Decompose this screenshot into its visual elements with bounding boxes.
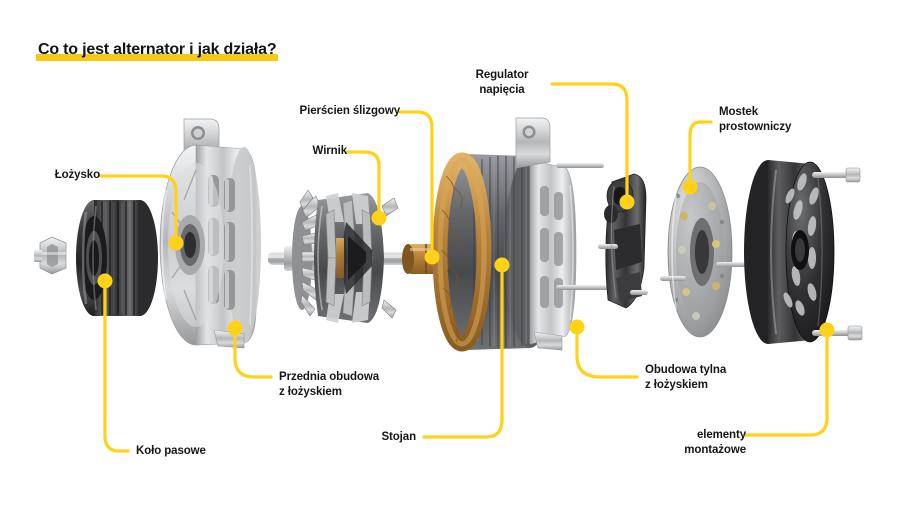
page-title: Co to jest alternator i jak działa? [36, 40, 279, 61]
callout-mostek-line-1: Mostek [719, 106, 759, 118]
title-highlight-bar [36, 54, 279, 61]
callout-przednia-line-1: Przednia obudowa [279, 371, 379, 383]
callout-mostek-prostowniczy[interactable]: Mostek prostowniczy [719, 105, 879, 135]
callout-regulator-line-1: Regulator [475, 69, 529, 81]
callout-obudowa-tylna-line-1: Obudowa tylna [645, 364, 727, 376]
callout-pierscien-line-1: Pierścien ślizgowy [299, 105, 401, 117]
callout-przednia-obudowa[interactable]: Przednia obudowa z łożyskiem [279, 370, 469, 400]
callout-obudowa-tylna[interactable]: Obudowa tylna z łożyskiem [645, 363, 825, 393]
callout-elementy-montazowe[interactable]: elementy montażowe [638, 428, 746, 458]
callout-elementy-line-1: elementy [696, 429, 746, 441]
part-rotor [292, 189, 399, 323]
title-block: Co to jest alternator i jak działa? [36, 40, 279, 61]
callout-mostek-line-2: prostowniczy [719, 121, 792, 133]
callout-stojan-line-1: Stojan [381, 431, 416, 443]
callout-pierscien-slizgowy[interactable]: Pierścien ślizgowy [230, 104, 401, 119]
callout-przednia-line-2: z łożyskiem [279, 386, 342, 398]
callout-elementy-line-2: montażowe [684, 444, 746, 456]
part-rectifier-bridge [660, 166, 750, 338]
callout-kolo-pasowe-line-1: Koło pasowe [136, 445, 206, 457]
callout-regulator-napiecia[interactable]: Regulator napięcia [452, 68, 552, 98]
part-front-housing [159, 118, 261, 349]
callout-stojan[interactable]: Stojan [316, 430, 416, 445]
part-rear-cover [744, 160, 835, 344]
callout-lozysko[interactable]: Łożysko [0, 168, 100, 183]
bolt-top [812, 167, 861, 183]
callout-wirnik[interactable]: Wirnik [247, 144, 348, 159]
callout-kolo-pasowe[interactable]: Koło pasowe [136, 444, 296, 459]
page-title-text: Co to jest alternator i jak działa? [38, 41, 277, 58]
part-shaft-nut [34, 236, 67, 275]
part-stator [432, 117, 608, 352]
part-pulley [76, 200, 158, 316]
callout-regulator-line-2: napięcia [479, 84, 525, 96]
callout-obudowa-tylna-line-2: z łożyskiem [645, 379, 708, 391]
callout-wirnik-line-1: Wirnik [312, 145, 348, 157]
callout-lozysko-line-1: Łożysko [54, 169, 100, 181]
